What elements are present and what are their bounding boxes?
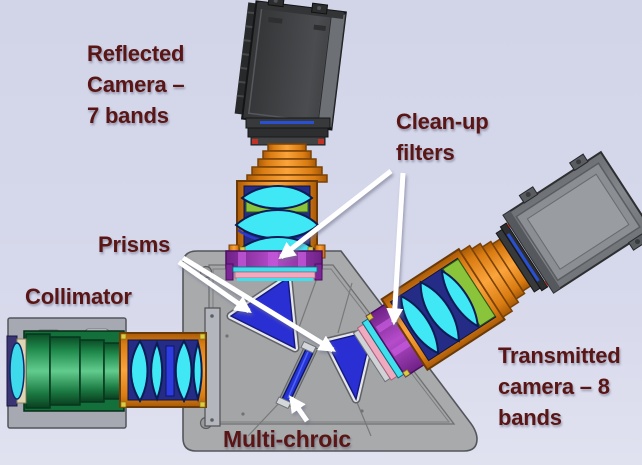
blue-ring: [506, 233, 540, 282]
multichroic-highlight: [287, 351, 309, 399]
filter-nub: [225, 263, 234, 281]
tab: [199, 401, 206, 408]
dowel-pin: [241, 412, 245, 416]
lug-screw: [525, 192, 531, 198]
lens: [130, 339, 149, 403]
lug-screw: [273, 0, 278, 3]
filter-highlight: [391, 339, 412, 357]
collimator-assembly: [6, 317, 207, 429]
barrel-step: [79, 339, 105, 403]
cone-step: [262, 150, 312, 160]
collimator-barrel: [25, 333, 121, 409]
filter-highlight: [298, 252, 306, 267]
lens: [419, 280, 460, 343]
vent-slot: [313, 24, 326, 31]
barrel-step: [25, 333, 51, 409]
collimator-mount-strip: [204, 307, 221, 427]
tab: [402, 369, 411, 378]
lens: [150, 340, 164, 402]
arrow-cleanup-to-transmitted-filter: [386, 172, 406, 326]
tab: [199, 333, 206, 340]
label-prisms: Prisms: [98, 232, 171, 257]
reflected-camera-assembly: [225, 0, 347, 281]
filter-pink-strip: [234, 271, 316, 279]
reflected-camera-cleanup-filter: [225, 244, 326, 281]
arrow-prisms-to-prism-2: [181, 255, 336, 353]
tab: [365, 313, 374, 321]
prism-2-glass: [325, 330, 373, 402]
prism-1: [226, 273, 300, 353]
lug-screw: [576, 159, 582, 165]
multichroic-cap-bottom: [275, 396, 292, 410]
label-collimator: Collimator: [25, 284, 132, 309]
red-mark: [318, 139, 324, 144]
red-mark: [252, 139, 258, 144]
lens-element: [165, 345, 175, 397]
label-multi-chroic: Multi-chroic: [223, 426, 351, 452]
prism-2: [322, 326, 377, 404]
arrow-multichroic: [288, 395, 310, 423]
collimator-lenses: [130, 338, 203, 404]
transmitted-camera-cleanup-filter: [352, 302, 427, 383]
arrow-cleanup-to-reflected-filter: [278, 169, 393, 260]
multichroic-element: [275, 340, 319, 410]
beam-channel-lines: [247, 266, 372, 437]
heatsink-fins: [236, 11, 258, 98]
filter-cyan-strip: [237, 278, 313, 281]
dowel-pin: [360, 409, 364, 413]
ring: [247, 127, 329, 138]
tab: [120, 333, 127, 340]
cone-step: [257, 158, 317, 168]
filter-cyan-strip: [232, 266, 318, 273]
lens: [240, 185, 314, 210]
dowel-pin: [225, 334, 229, 338]
barrel-step: [103, 342, 121, 400]
label-transmitted-camera: Transmitted camera – 8 bands: [498, 343, 621, 430]
vent-slot: [268, 16, 283, 24]
housing-band: [503, 210, 561, 293]
filter-highlight: [238, 252, 246, 267]
prism-1-glass: [229, 276, 296, 350]
reflected-camera-body: [234, 0, 347, 131]
transmitted-camera-body: [502, 150, 642, 294]
label-cleanup-filters: Clean-up filters: [396, 109, 489, 165]
lens: [440, 269, 480, 329]
transmitted-camera-adapter-rings: [495, 221, 552, 293]
transmitted-camera-lens-barrel: [380, 247, 506, 372]
reflected-camera-adapter-rings: [245, 117, 331, 146]
lug-screw: [317, 6, 322, 11]
cone-step: [251, 166, 323, 176]
reflected-camera-lens-barrel: [234, 180, 320, 259]
multichroic-cap-top: [300, 340, 317, 354]
lug-screw: [635, 239, 641, 245]
strip-screw: [210, 314, 214, 318]
blue-ring: [260, 121, 314, 124]
cone-step: [267, 143, 307, 152]
filter-highlight: [268, 252, 278, 267]
lens: [174, 338, 193, 404]
front-lens: [9, 342, 25, 400]
side-panel: [526, 173, 630, 270]
lens: [192, 339, 203, 403]
transmitted-camera-assembly: [352, 150, 642, 383]
tube-corner-tabs: [120, 333, 206, 408]
barrel-step: [49, 336, 81, 406]
transmitted-camera-cone: [459, 238, 532, 319]
annotation-arrows: [177, 169, 406, 423]
arrow-prisms-to-prism-1: [177, 259, 252, 314]
lens: [400, 294, 440, 355]
tab: [120, 401, 127, 408]
label-reflected-camera: Reflected Camera – 7 bands: [87, 41, 185, 128]
strip-screw: [210, 418, 214, 422]
